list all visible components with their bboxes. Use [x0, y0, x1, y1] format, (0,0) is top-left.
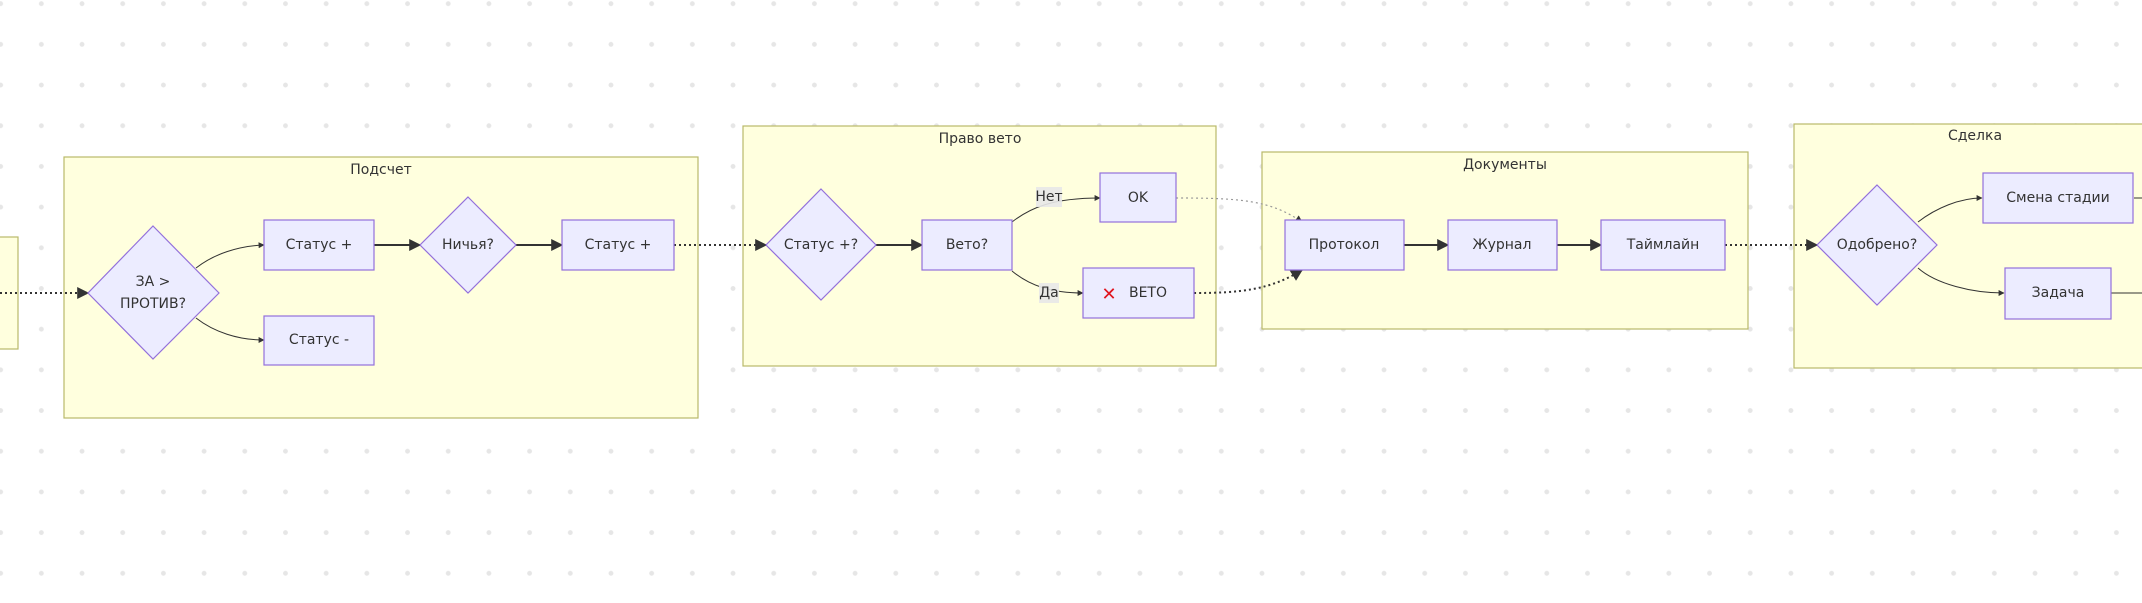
- cluster-podschet-title: Подсчет: [350, 162, 412, 178]
- edge-za-to-status-minus: [195, 317, 265, 343]
- node-veto-label: ВЕТО: [1129, 285, 1167, 301]
- node-approved[interactable]: Одобрено?: [1816, 184, 1938, 306]
- edge-label-yes: Да: [1039, 283, 1059, 303]
- edges: [0, 195, 2142, 343]
- node-stage-change-label: Смена стадии: [2006, 190, 2109, 206]
- node-veto-check-label: Вето?: [946, 237, 988, 253]
- node-status-minus[interactable]: Статус -: [263, 315, 375, 366]
- cluster-veto-title: Право вето: [939, 131, 1022, 147]
- node-timeline-label: Таймлайн: [1626, 237, 1700, 253]
- node-draw-label: Ничья?: [442, 237, 494, 253]
- cross-mark-icon: ✕: [1101, 284, 1116, 305]
- edge-approved-to-stage: [1917, 195, 1983, 223]
- node-approved-label: Одобрено?: [1837, 237, 1918, 253]
- cluster-documents-title: Документы: [1463, 157, 1547, 173]
- cluster-partial-left: [0, 236, 19, 350]
- node-za-line1: ЗА >: [136, 274, 171, 290]
- node-za-line2: ПРОТИВ?: [120, 296, 186, 312]
- node-draw[interactable]: Ничья?: [419, 196, 517, 294]
- node-protocol[interactable]: Протокол: [1284, 219, 1405, 271]
- node-status-minus-label: Статус -: [289, 332, 349, 348]
- edge-za-to-status-plus: [195, 242, 265, 269]
- node-timeline[interactable]: Таймлайн: [1600, 219, 1726, 271]
- node-status-plus-check-label: Статус +?: [784, 237, 858, 253]
- node-ok[interactable]: OK: [1099, 172, 1177, 223]
- edge-approved-to-task: [1917, 267, 2005, 296]
- node-status-plus-2-label: Статус +: [585, 237, 652, 253]
- node-task-label: Задача: [2032, 285, 2085, 301]
- edge-veto-to-protocol: [1193, 269, 1304, 294]
- edge-label-no-text: Нет: [1035, 189, 1062, 205]
- node-status-plus-check[interactable]: Статус +?: [765, 188, 877, 301]
- node-task[interactable]: Задача: [2004, 267, 2112, 320]
- node-status-plus-1-label: Статус +: [286, 237, 353, 253]
- node-journal[interactable]: Журнал: [1447, 219, 1558, 271]
- node-status-plus-2[interactable]: Статус +: [561, 219, 675, 271]
- node-protocol-label: Протокол: [1309, 237, 1380, 253]
- edge-label-yes-text: Да: [1039, 285, 1059, 301]
- node-veto-check[interactable]: Вето?: [921, 219, 1013, 271]
- node-veto[interactable]: ✕ ВЕТО: [1082, 267, 1195, 319]
- edge-ok-to-protocol: [1175, 197, 1303, 223]
- edge-label-no: Нет: [1035, 187, 1063, 207]
- node-za-vs-against[interactable]: ЗА > ПРОТИВ?: [87, 225, 220, 360]
- node-journal-label: Журнал: [1473, 237, 1532, 253]
- node-stage-change[interactable]: Смена стадии: [1982, 172, 2134, 224]
- node-ok-label: OK: [1128, 190, 1149, 206]
- node-status-plus-1[interactable]: Статус +: [263, 219, 375, 271]
- cluster-deal-title: Сделка: [1948, 128, 2002, 144]
